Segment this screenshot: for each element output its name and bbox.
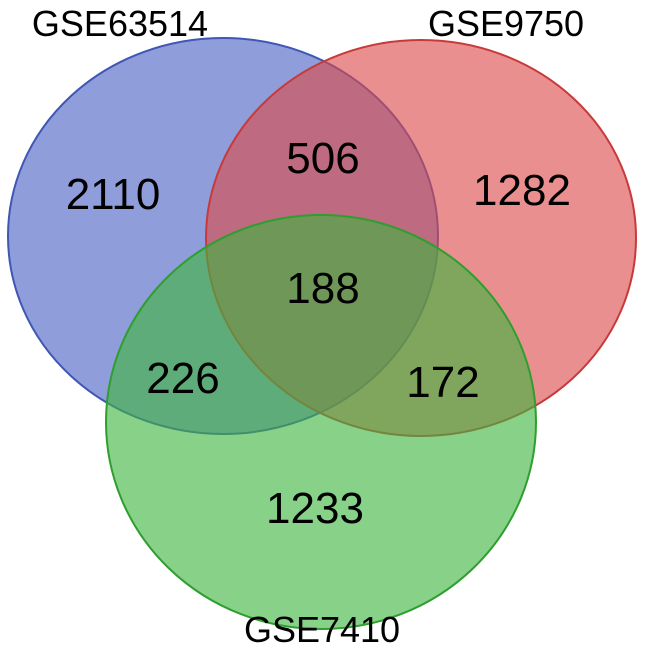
set-label-gse63514: GSE63514 bbox=[32, 3, 208, 44]
set-circle-gse7410 bbox=[105, 214, 537, 630]
count-gse9750-gse7410: 172 bbox=[406, 358, 479, 407]
count-gse7410-only: 1233 bbox=[266, 484, 364, 533]
set-label-gse7410: GSE7410 bbox=[244, 609, 400, 650]
count-gse63514-gse7410: 226 bbox=[146, 354, 219, 403]
count-all-three: 188 bbox=[286, 264, 359, 313]
count-gse9750-only: 1282 bbox=[473, 166, 571, 215]
set-label-gse9750: GSE9750 bbox=[428, 3, 584, 44]
count-gse63514-gse9750: 506 bbox=[286, 134, 359, 183]
count-gse63514-only: 2110 bbox=[66, 170, 161, 219]
